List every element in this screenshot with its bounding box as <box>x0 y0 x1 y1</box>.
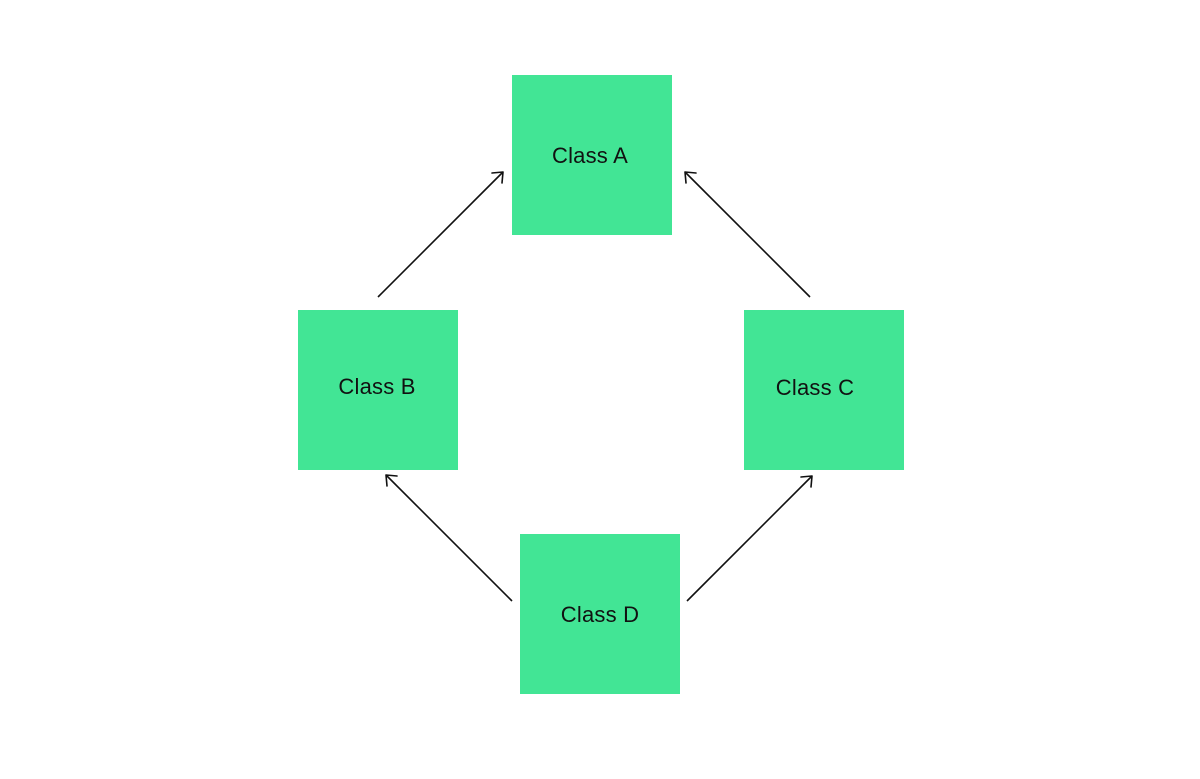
class-b-node: Class B <box>298 310 458 470</box>
arrowhead-icon <box>385 474 398 487</box>
edge-c-to-a <box>684 171 811 298</box>
edge-d-to-c <box>686 475 813 602</box>
class-d-label: Class D <box>560 602 640 627</box>
arrowhead-icon <box>491 171 504 184</box>
arrowhead-icon <box>684 171 697 184</box>
edge-b-to-a <box>377 171 504 298</box>
class-c-node: Class C <box>744 310 904 470</box>
arrowhead-icon <box>800 475 813 488</box>
class-c-label: Class C <box>775 375 855 400</box>
class-a-label: Class A <box>552 143 628 168</box>
class-b-label: Class B <box>338 374 416 399</box>
class-a-node: Class A <box>512 75 672 235</box>
edge-d-to-b <box>385 474 513 602</box>
class-d-node: Class D <box>520 534 680 694</box>
